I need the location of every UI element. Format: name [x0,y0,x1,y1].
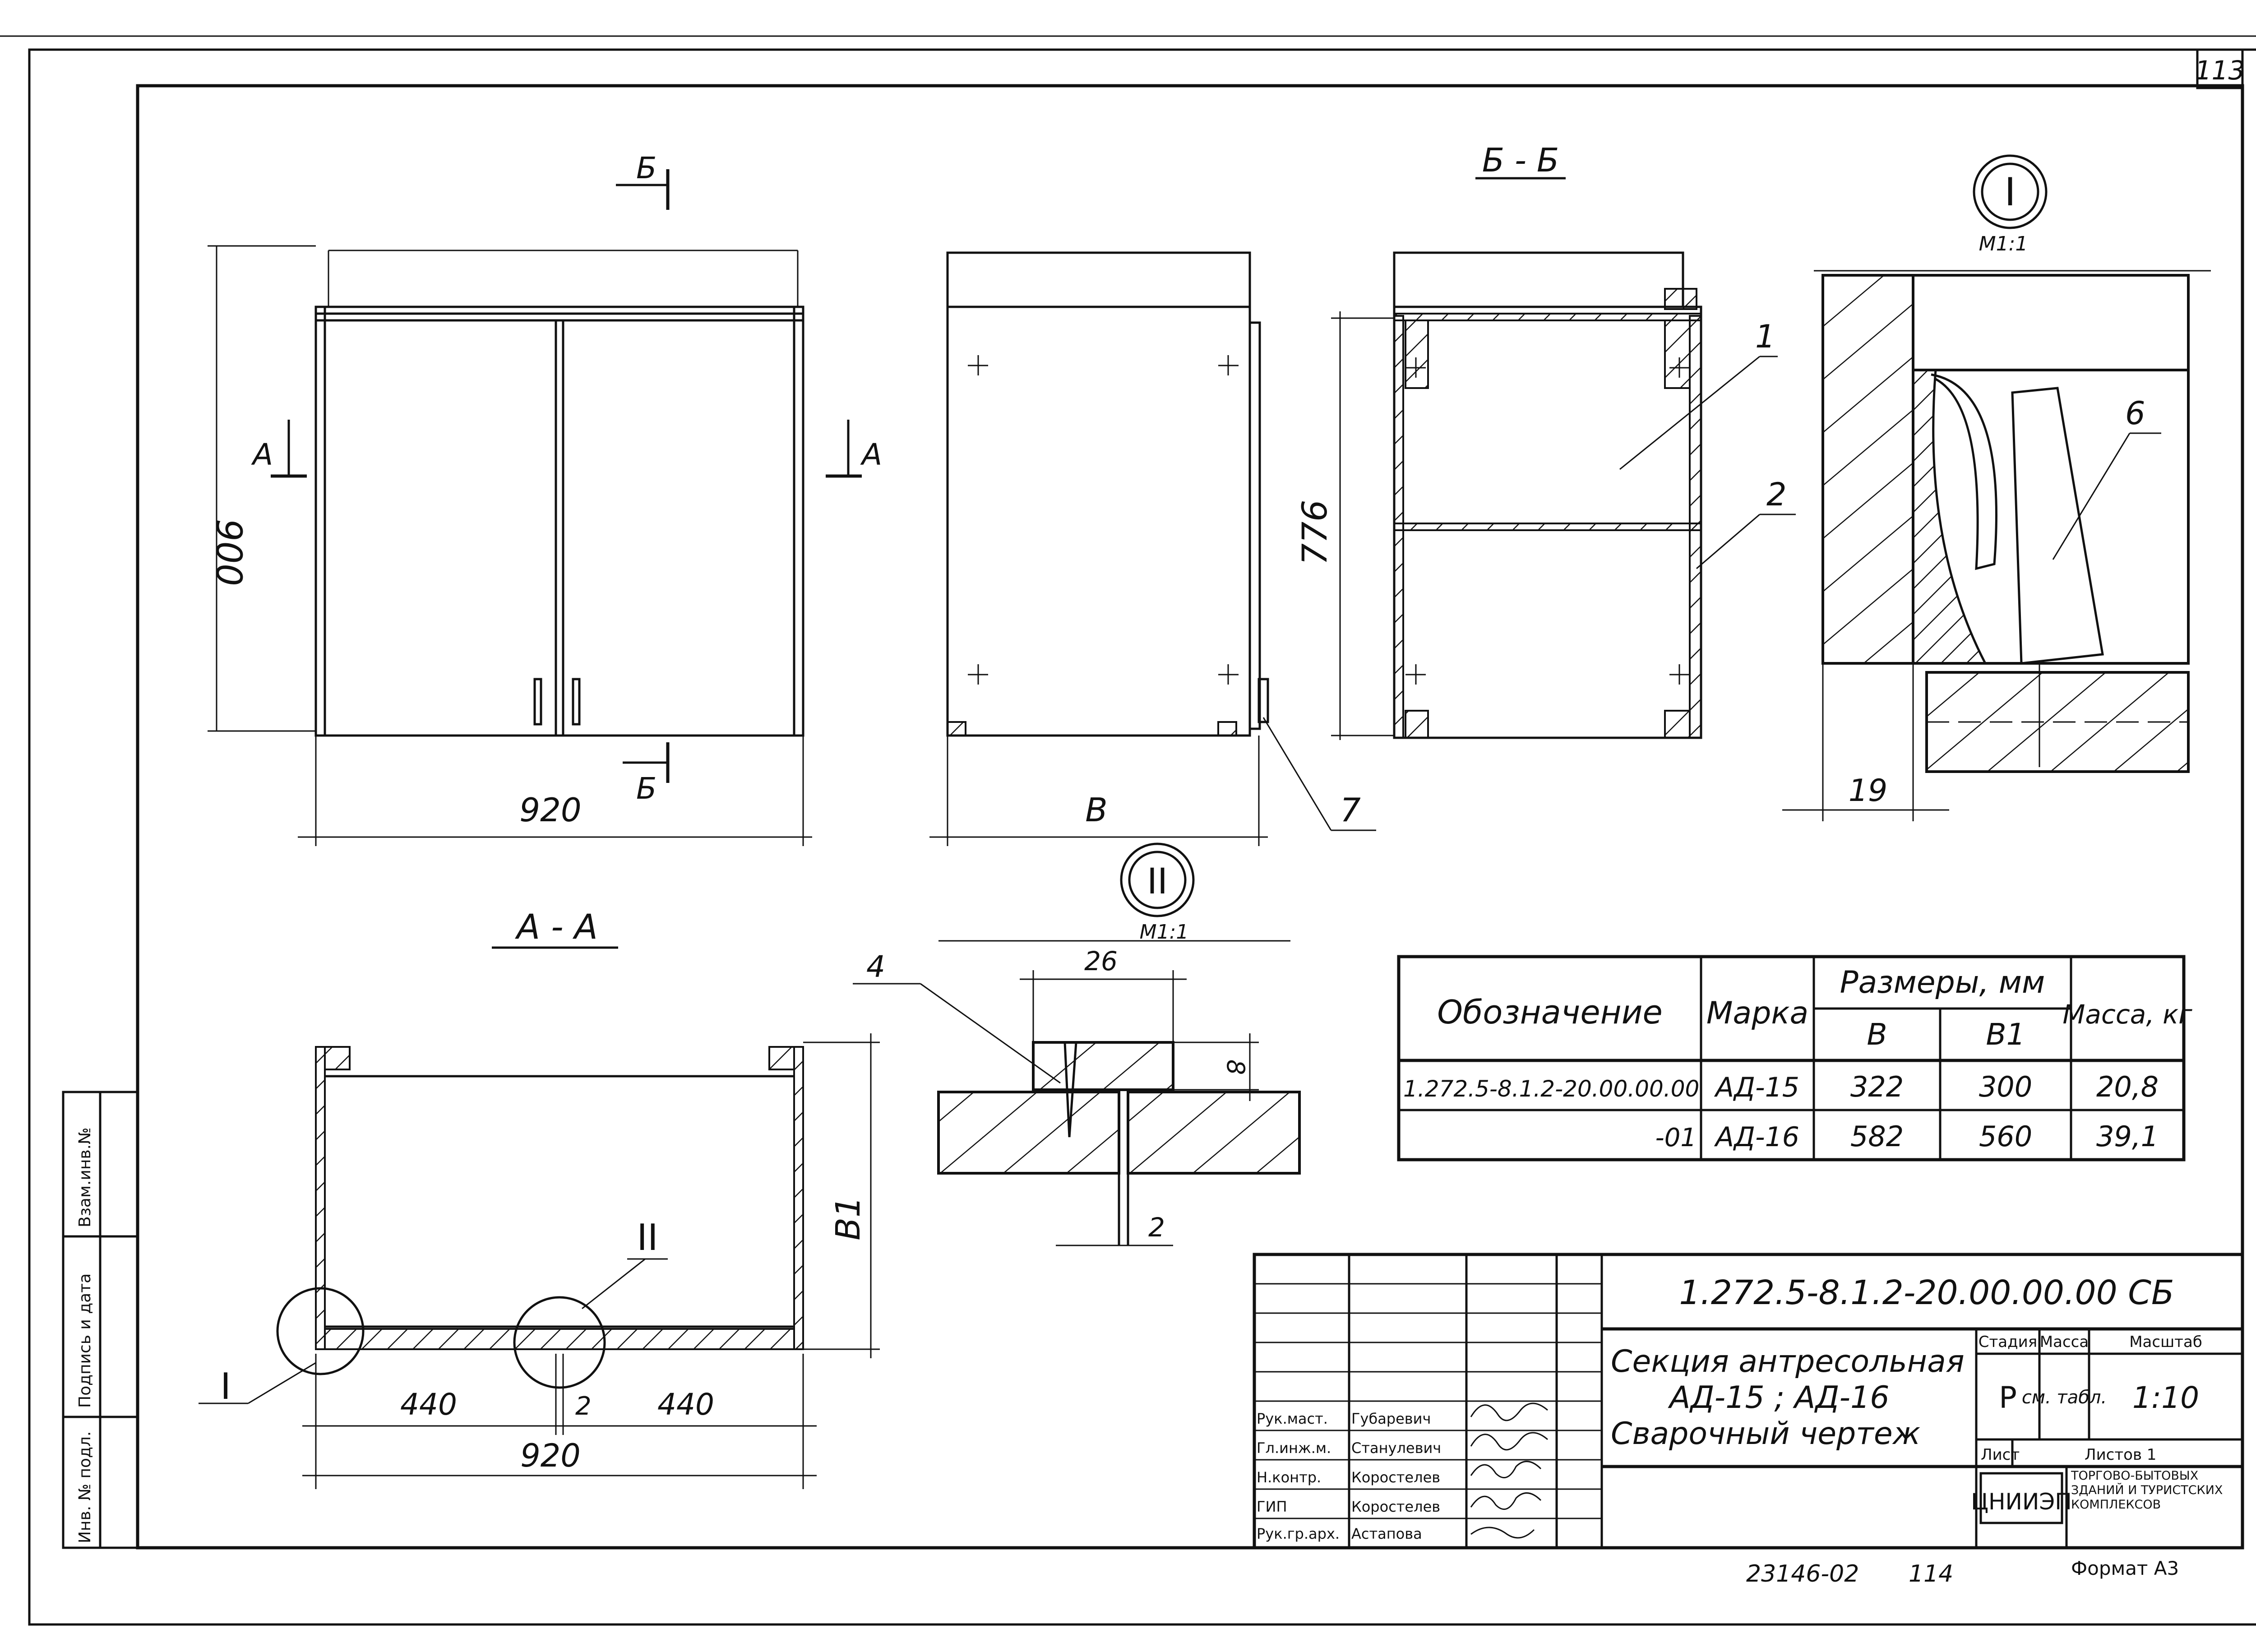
sig-role-3: ГИП [1257,1498,1287,1515]
dim-side-width: В [1085,791,1107,829]
footer-page-no: 114 [1909,1560,1953,1587]
th-mass: Масса, кг [2062,999,2192,1030]
detail-II-label: II [1147,861,1168,902]
dim-plan-gap: 2 [575,1392,592,1421]
dim-plan-depth: В1 [829,1196,868,1240]
footer-format: Формат А3 [2071,1557,2179,1579]
org-logo: ЦНИИЭП [1971,1489,2072,1515]
dim-detail2-gap: 2 [1148,1212,1165,1243]
sig-name-0: Губаревич [1351,1410,1431,1427]
callout-6: 6 [2125,395,2145,432]
handle-right [572,678,581,726]
section-bb-title: Б - Б [1482,141,1559,179]
sig-role-4: Рук.гр.арх. [1257,1525,1340,1542]
section-bb: Б - Б 776 1 2 [1294,141,1796,740]
callout-7: 7 [1340,791,1361,829]
side-stamp-sign: Подпись и дата [76,1273,94,1408]
cut-b-top: Б [636,151,656,185]
sig-role-0: Рук.маст. [1257,1410,1328,1427]
label-sheets: Листов 1 [2085,1446,2156,1464]
th-mark: Марка [1706,995,1808,1031]
td-mark-1: АД-16 [1714,1121,1799,1153]
detail-II-scale: М1:1 [1140,921,1189,944]
detail-I-scale: М1:1 [1979,232,2028,255]
sig-name-3: Коростелев [1351,1498,1440,1515]
title-line3: Сварочный чертеж [1611,1416,1920,1452]
sig-role-1: Гл.инж.м. [1257,1439,1331,1457]
sheet-number-box: 113 [2195,48,2245,89]
callout-4: 4 [866,949,885,984]
th-designation: Обозначение [1437,993,1663,1031]
cut-a-left: А [251,437,273,472]
spec-table: Обозначение Марка Размеры, мм В В1 Масса… [1397,955,2192,1161]
title-line1: Секция антресольная [1611,1344,1965,1379]
td-b1-0: 300 [1979,1070,2032,1103]
dim-plan-right: 440 [657,1387,714,1422]
td-b-0: 322 [1850,1070,1904,1103]
sig-role-2: Н.контр. [1257,1469,1321,1486]
side-stamp: Инв. № подл. Подпись и дата Взам.инв.№ [62,1091,139,1549]
th-b1: В1 [1986,1017,2025,1052]
footer-archive-no: 23146-02 [1746,1560,1859,1587]
handwritten-signatures [1470,1402,1548,1539]
dim-plan-left: 440 [400,1387,457,1422]
drawing-code: 1.272.5-8.1.2-20.00.00.00 СБ [1679,1273,2174,1312]
scale-value: 1:10 [2132,1380,2199,1415]
title-line2: АД-15 ; АД-16 [1668,1380,1890,1416]
sig-name-4: Астапова [1351,1525,1422,1542]
sheet-number: 113 [2195,55,2245,86]
detail-I-label: I [2004,170,2016,215]
mass-value: см. табл. [2022,1387,2107,1408]
dim-detail2-width: 26 [1084,946,1118,976]
front-view: 900 920 Б Б А А [208,151,882,846]
td-mark-0: АД-15 [1714,1072,1799,1103]
label-stage: Стадия [1979,1333,2037,1351]
dim-detail2-height: 8 [1221,1060,1250,1075]
title-block: 1.272.5-8.1.2-20.00.00.00 СБ Секция антр… [1253,1253,2244,1550]
detail-I: I М1:1 6 19 [1782,154,2211,821]
callout-1: 1 [1755,318,1775,355]
sig-name-2: Коростелев [1351,1469,1440,1486]
detail-II: II М1:1 26 8 4 2 [853,842,1301,1246]
cut-a-right: А [860,437,882,472]
dim-plan-width: 920 [520,1437,581,1474]
td-b1-1: 560 [1979,1120,2032,1153]
dim-detail1-thickness: 19 [1849,773,1888,809]
org-logo-box [1979,1472,2063,1524]
label-sheet: Лист [1981,1446,2020,1464]
org-name: торгово-бытовых зданий и туристских комп… [2071,1469,2223,1512]
sig-name-1: Станулевич [1351,1439,1441,1457]
td-mass-0: 20,8 [2096,1070,2159,1103]
dim-front-height: 900 [208,519,249,586]
label-scale: Масштаб [2129,1333,2202,1351]
stage-value: Р [1999,1380,2017,1415]
dim-section-height: 776 [1294,500,1335,565]
td-designation-1: -01 [1655,1123,1697,1152]
td-mass-1: 39,1 [2096,1120,2159,1153]
side-stamp-inv: Инв. № подл. [76,1431,94,1543]
side-view: В 7 [929,251,1376,846]
side-stamp-replace: Взам.инв.№ [76,1127,94,1227]
dim-front-width: 920 [519,791,581,829]
callout-2: 2 [1766,476,1787,513]
drawing-frame [136,84,2244,1550]
cut-b-bottom: Б [636,771,656,806]
section-aa: А - А I II В1 440 2 440 920 [199,907,880,1489]
td-b-1: 582 [1850,1120,1904,1153]
outer-frame [28,48,2256,1626]
label-mass: Масса [2040,1333,2089,1351]
th-sizes: Размеры, мм [1840,965,2045,1000]
th-b: В [1867,1017,1887,1052]
leader-II-label: II [637,1217,658,1259]
handle-left [533,678,542,726]
leader-I-label: I [220,1365,231,1407]
td-designation-0: 1.272.5-8.1.2-20.00.00.00 [1403,1076,1699,1102]
section-aa-title: А - А [514,907,598,947]
